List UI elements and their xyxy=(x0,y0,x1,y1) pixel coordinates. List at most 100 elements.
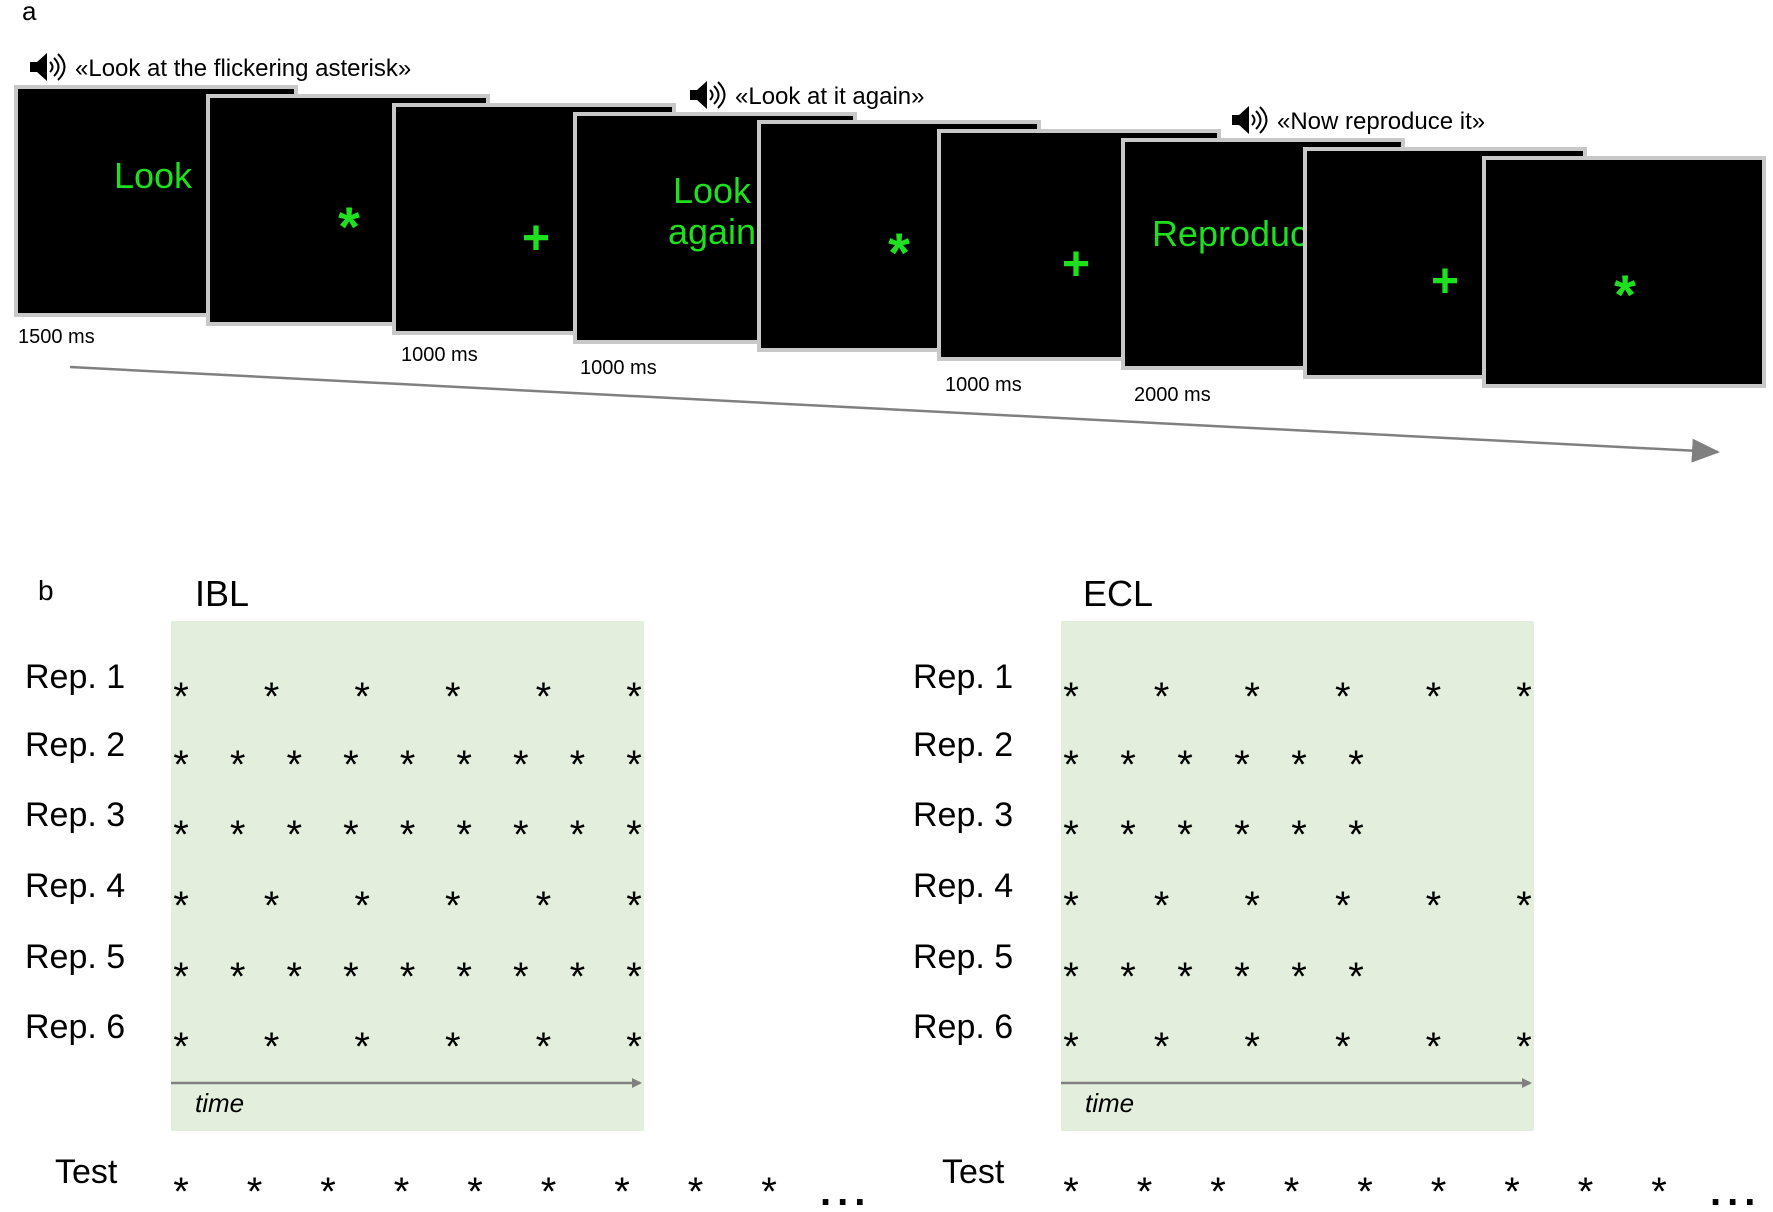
rep-asterisk: * xyxy=(1234,743,1250,787)
rep-asterisk: * xyxy=(1291,813,1307,857)
rep-asterisk: * xyxy=(513,955,529,999)
speaker-icon xyxy=(690,81,726,109)
rep-asterisk: * xyxy=(1244,675,1260,719)
condition-box xyxy=(1061,621,1534,1131)
screen-asterisk: * xyxy=(338,195,360,258)
rep-asterisk: * xyxy=(1063,813,1079,857)
rep-label: Rep. 3 xyxy=(913,796,1013,834)
condition-title: IBL xyxy=(195,573,249,614)
rep-asterisk: * xyxy=(264,884,280,928)
rep-asterisk: * xyxy=(286,743,302,787)
screen-fixation-cross: + xyxy=(1431,255,1459,308)
test-asterisk: * xyxy=(1504,1170,1520,1212)
rep-asterisk: * xyxy=(570,955,586,999)
test-label: Test xyxy=(942,1153,1005,1191)
rep-asterisk: * xyxy=(456,743,472,787)
audio-cue-text: «Look at it again» xyxy=(735,83,924,110)
rep-asterisk: * xyxy=(173,675,189,719)
rep-label: Rep. 4 xyxy=(25,867,125,905)
rep-asterisk: * xyxy=(1063,955,1079,999)
rep-asterisk: * xyxy=(230,813,246,857)
rep-asterisk: * xyxy=(1177,743,1193,787)
rep-asterisk: * xyxy=(536,675,552,719)
rep-asterisk: * xyxy=(1154,1025,1170,1069)
test-asterisk: * xyxy=(1137,1170,1153,1212)
duration-label: 1000 ms xyxy=(580,357,657,379)
rep-asterisk: * xyxy=(1291,955,1307,999)
rep-asterisk: * xyxy=(1063,884,1079,928)
rep-asterisk: * xyxy=(570,743,586,787)
rep-asterisk: * xyxy=(1426,675,1442,719)
rep-asterisk: * xyxy=(1063,675,1079,719)
audio-cue-text: «Now reproduce it» xyxy=(1277,108,1485,135)
trial-screen: * xyxy=(1482,156,1766,388)
rep-asterisk: * xyxy=(264,1025,280,1069)
rep-asterisk: * xyxy=(1335,675,1351,719)
test-asterisk: * xyxy=(173,1170,189,1212)
duration-label: 2000 ms xyxy=(1134,384,1211,406)
speaker-icon xyxy=(30,53,66,81)
condition-title: ECL xyxy=(1083,573,1153,614)
screen-stimulus-text: Reproduce xyxy=(1152,213,1328,254)
test-asterisk: * xyxy=(1357,1170,1373,1212)
test-asterisk: * xyxy=(247,1170,263,1212)
time-label: time xyxy=(1085,1088,1134,1118)
rep-asterisk: * xyxy=(626,813,642,857)
test-asterisk: * xyxy=(467,1170,483,1212)
audio-cues: «Look at the flickering asterisk» «Look a… xyxy=(30,53,1485,135)
panel-a-label: a xyxy=(22,0,37,26)
time-label: time xyxy=(195,1088,244,1118)
screen-fixation-cross: + xyxy=(522,212,550,265)
rep-label: Rep. 2 xyxy=(913,726,1013,764)
rep-asterisk: * xyxy=(173,1025,189,1069)
rep-asterisk: * xyxy=(1063,743,1079,787)
screen-stimulus-text: Look xyxy=(673,170,752,211)
rep-asterisk: * xyxy=(1120,743,1136,787)
ellipsis: ... xyxy=(820,1170,871,1212)
test-asterisk: * xyxy=(614,1170,630,1212)
test-asterisk: * xyxy=(1651,1170,1667,1212)
rep-asterisk: * xyxy=(173,813,189,857)
rep-label: Rep. 6 xyxy=(25,1008,125,1046)
test-asterisk: * xyxy=(320,1170,336,1212)
duration-label: 1000 ms xyxy=(945,374,1022,396)
rep-asterisk: * xyxy=(1335,1025,1351,1069)
rep-asterisk: * xyxy=(1426,1025,1442,1069)
panel-b-label: b xyxy=(38,575,54,606)
rep-asterisk: * xyxy=(400,813,416,857)
rep-asterisk: * xyxy=(1120,955,1136,999)
rep-asterisk: * xyxy=(354,884,370,928)
rep-asterisk: * xyxy=(1516,884,1532,928)
rep-asterisk: * xyxy=(1348,743,1364,787)
speaker-icon xyxy=(1232,106,1268,134)
rep-asterisk: * xyxy=(626,884,642,928)
rep-asterisk: * xyxy=(173,955,189,999)
rep-asterisk: * xyxy=(513,743,529,787)
rep-asterisk: * xyxy=(626,955,642,999)
audio-cue-text: «Look at the flickering asterisk» xyxy=(75,55,411,82)
test-asterisk: * xyxy=(1431,1170,1447,1212)
rep-asterisk: * xyxy=(513,813,529,857)
rep-asterisk: * xyxy=(1154,675,1170,719)
rep-asterisk: * xyxy=(1177,813,1193,857)
duration-label: 1500 ms xyxy=(18,326,95,348)
rep-asterisk: * xyxy=(626,675,642,719)
rep-asterisk: * xyxy=(1348,813,1364,857)
rep-asterisk: * xyxy=(1516,675,1532,719)
test-asterisk: * xyxy=(761,1170,777,1212)
rep-asterisk: * xyxy=(536,1025,552,1069)
rep-asterisk: * xyxy=(445,1025,461,1069)
rep-asterisk: * xyxy=(1335,884,1351,928)
rep-asterisk: * xyxy=(445,884,461,928)
rep-asterisk: * xyxy=(456,955,472,999)
rep-asterisk: * xyxy=(1244,884,1260,928)
rep-asterisk: * xyxy=(1120,813,1136,857)
rep-asterisk: * xyxy=(286,813,302,857)
rep-asterisk: * xyxy=(230,743,246,787)
rep-asterisk: * xyxy=(456,813,472,857)
